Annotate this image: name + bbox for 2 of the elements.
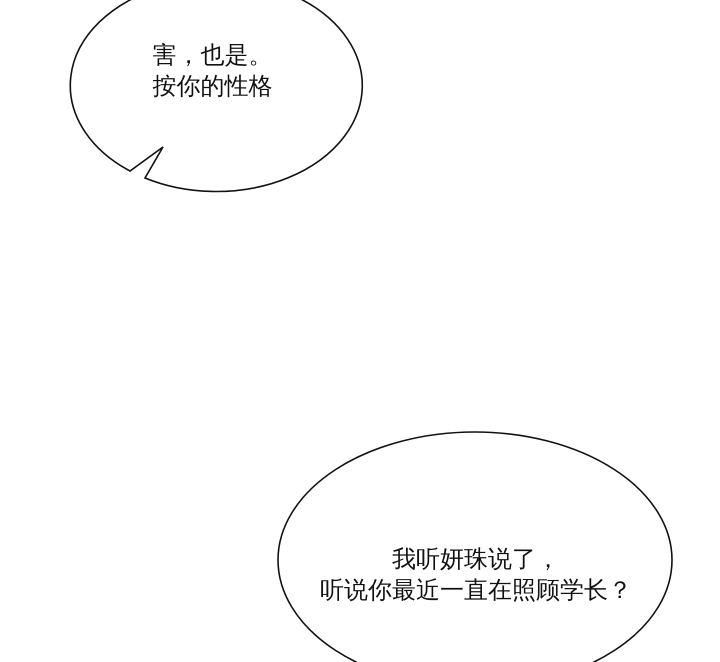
speech-text: 我听妍珠说了，听说你最近一直在照顾学长？	[319, 544, 633, 606]
speech-text: 害，也是。按你的性格	[152, 40, 274, 102]
